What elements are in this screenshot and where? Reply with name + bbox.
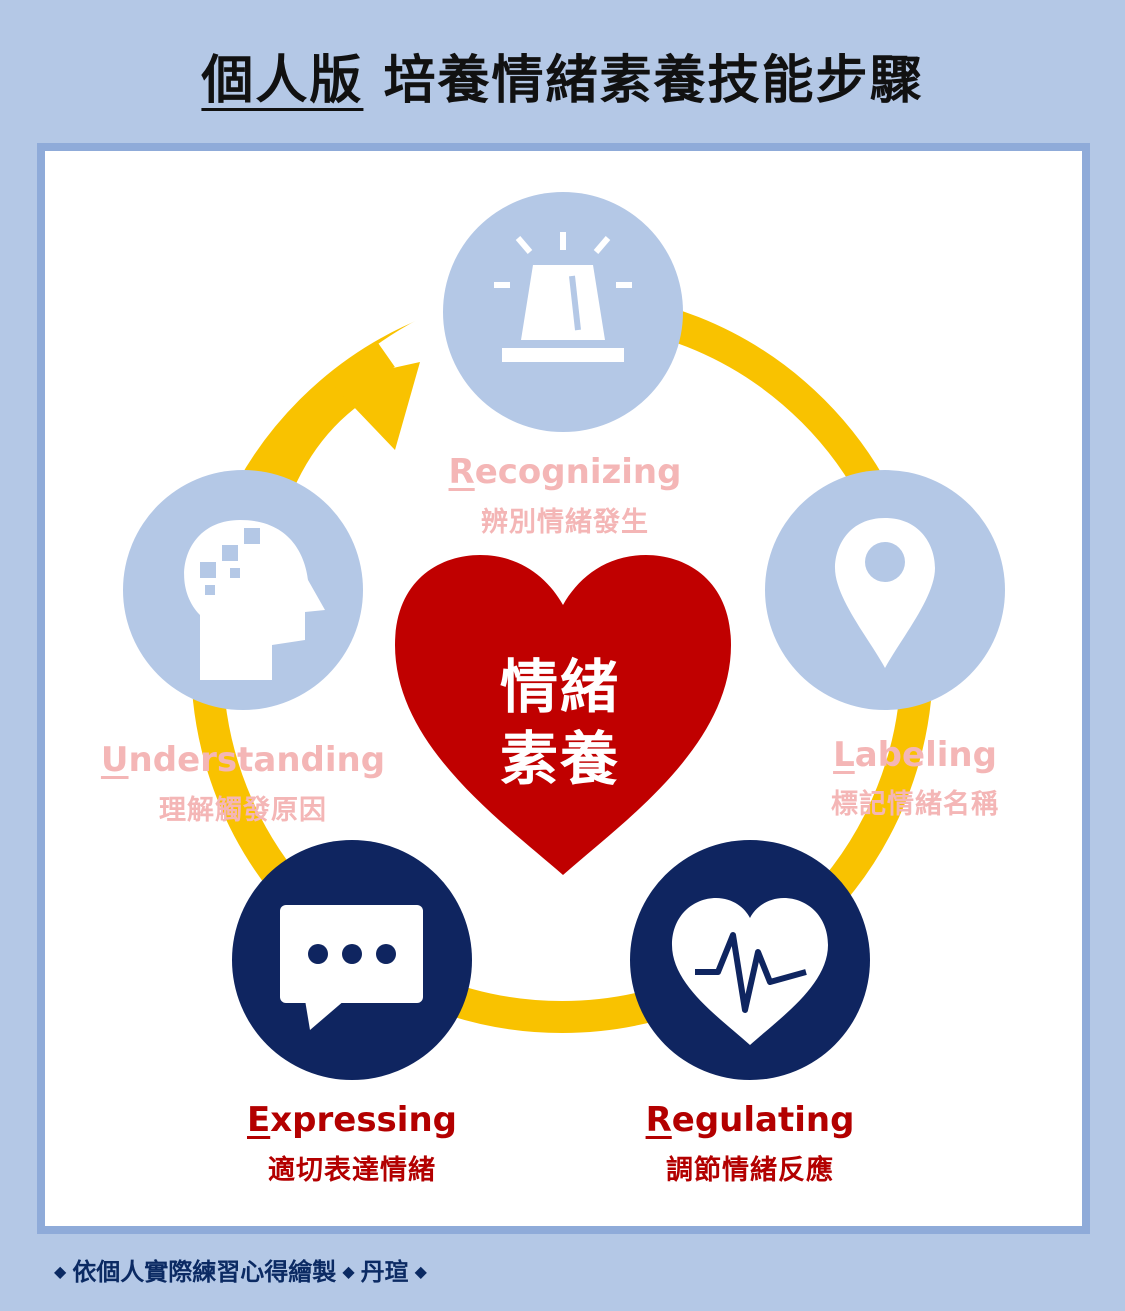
title-prefix: 個人版 [201,51,364,111]
node-recognizing-circle [443,192,683,432]
node-expressing-rest: xpressing [270,1100,458,1140]
heart-label-line1: 情緒 [499,653,621,721]
node-regulating-rest: egulating [671,1100,855,1140]
diamond-icon: ◆ [342,1262,355,1281]
heartbeat-icon [672,898,828,1045]
node-expressing-initial: E [246,1100,271,1140]
node-understanding-rest: nderstanding [128,740,386,780]
node-recognizing-initial: R [448,452,475,492]
page-title: 個人版 培養情緒素養技能步驟 [0,38,1125,113]
node-labeling-rest: abeling [854,735,997,775]
location-pin-icon [835,518,935,668]
node-expressing-circle [232,840,472,1080]
footer-text-2: 丹瑄 [360,1258,409,1286]
node-regulating-subtitle: 調節情緒反應 [666,1155,834,1186]
node-recognizing-title: Recognizing [449,452,682,492]
node-expressing-title: Expressing [247,1100,457,1140]
node-regulating-title: Regulating [646,1100,855,1140]
diagram-panel [37,143,1090,1234]
node-expressing-subtitle: 適切表達情緒 [268,1155,436,1186]
node-understanding-title: Understanding [101,740,385,780]
node-understanding-subtitle: 理解觸發原因 [159,795,327,826]
node-labeling-title: Labeling [833,735,997,775]
center-heart [395,555,731,875]
heart-label-line2: 素養 [499,725,621,793]
footer-text-1: 依個人實際練習心得繪製 [72,1258,337,1286]
title-main: 培養情緒素養技能步驟 [383,51,924,111]
node-recognizing-subtitle: 辨別情緒發生 [481,507,649,538]
node-labeling-subtitle: 標記情緒名稱 [831,789,999,820]
footer-credit: ◆ 依個人實際練習心得繪製 ◆ 丹瑄 ◆ [48,1252,433,1287]
diamond-icon: ◆ [54,1262,67,1281]
siren-icon [494,232,632,362]
node-regulating-initial: R [645,1100,672,1140]
puzzle-head-icon [184,520,325,680]
node-labeling-initial: L [833,735,855,775]
node-understanding-initial: U [100,740,129,780]
node-understanding-circle [123,470,363,710]
node-regulating-circle [630,840,870,1080]
node-recognizing-rest: ecognizing [474,452,682,492]
node-labeling-circle [765,470,1005,710]
diamond-icon: ◆ [414,1262,427,1281]
cycle-diagram [123,192,1005,1080]
chat-bubble-icon [280,905,423,1030]
